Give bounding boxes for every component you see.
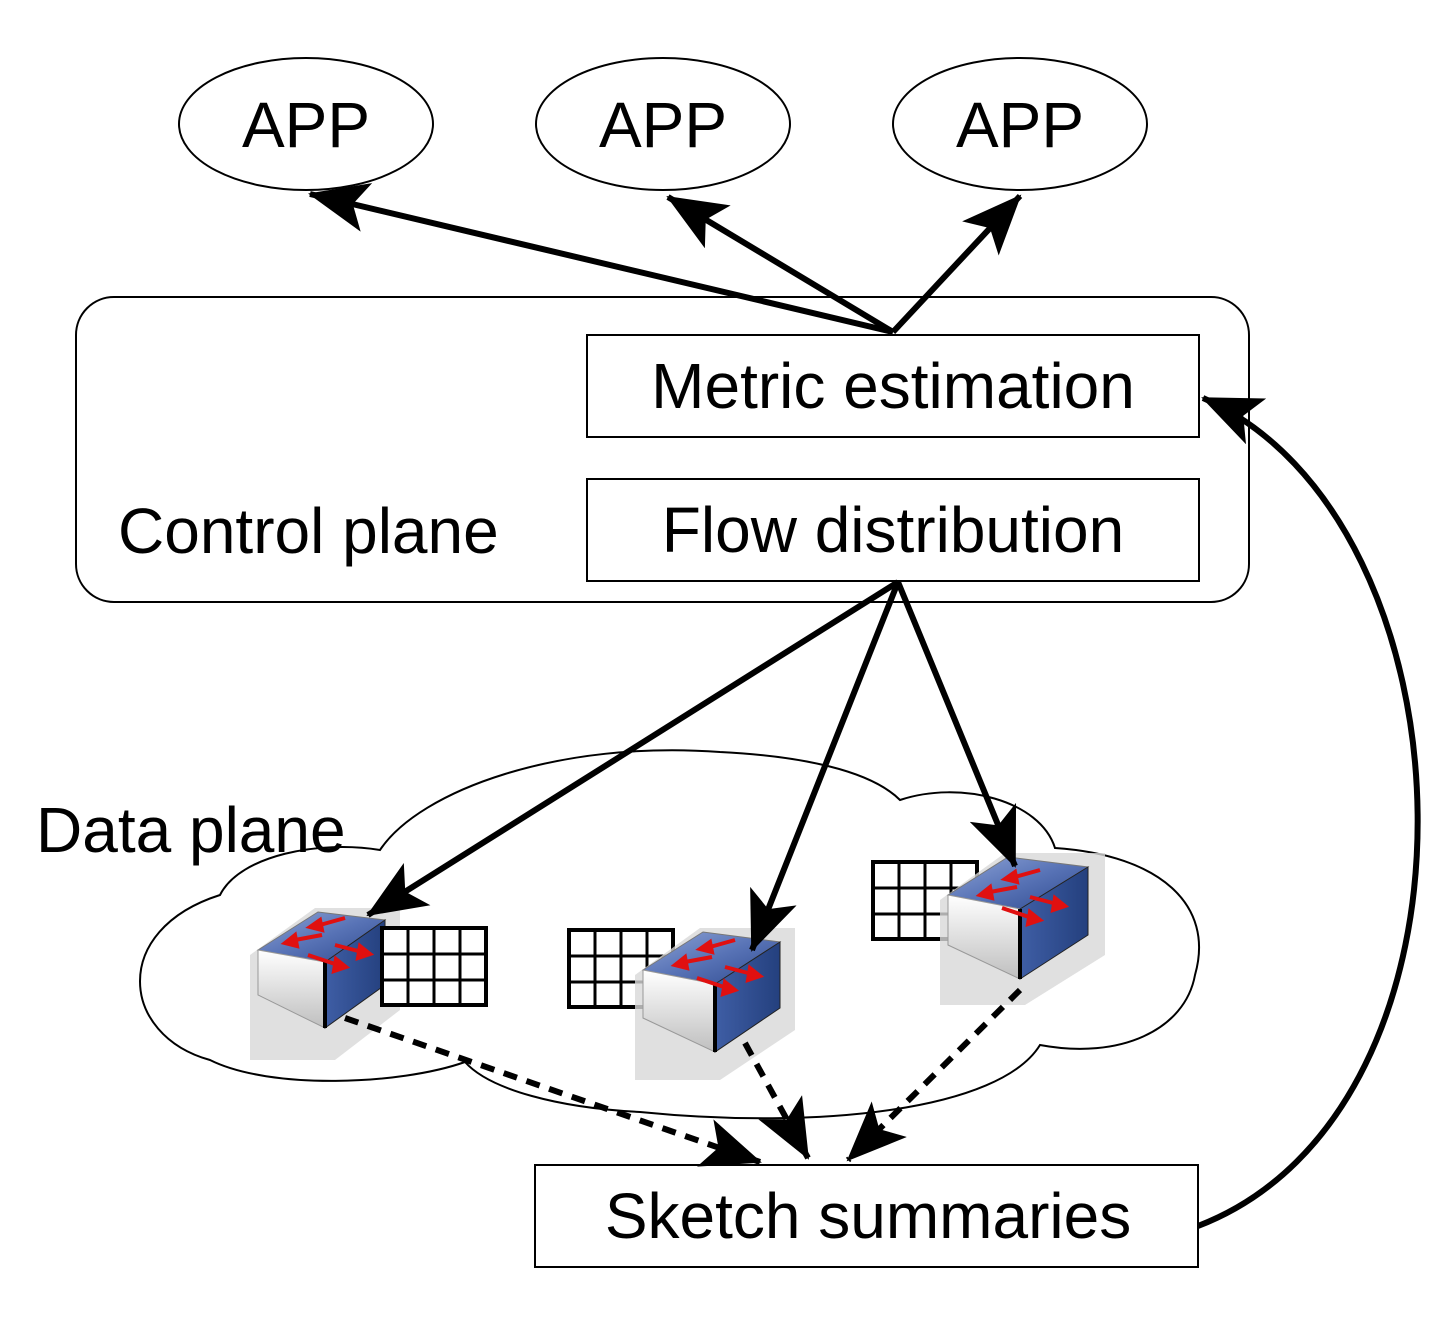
arrow-to-switch-3 xyxy=(895,580,1018,868)
arrow-to-app-3 xyxy=(890,193,1023,335)
app-label: APP xyxy=(956,89,1084,161)
flow-distribution-box: Flow distribution xyxy=(586,478,1200,582)
arrow-to-switch-1 xyxy=(366,579,900,918)
app-label: APP xyxy=(242,89,370,161)
feedback-arrow xyxy=(1196,395,1421,1229)
data-plane-label: Data plane xyxy=(36,794,346,866)
app-node-3: APP xyxy=(892,57,1148,191)
app-node-1: APP xyxy=(178,57,434,191)
sketch-summaries-box: Sketch summaries xyxy=(534,1164,1199,1268)
sketch-summaries-label: Sketch summaries xyxy=(605,1180,1131,1252)
switch-icon xyxy=(250,908,400,1060)
flow-arrows xyxy=(366,579,1018,952)
arrow-to-app-2 xyxy=(666,194,895,335)
flow-distribution-label: Flow distribution xyxy=(662,494,1124,566)
dashed-arrow-from-switch-3 xyxy=(845,987,1023,1163)
control-plane-label: Control plane xyxy=(118,495,499,567)
app-node-2: APP xyxy=(535,57,791,191)
dashed-arrow-from-switch-1 xyxy=(344,1015,762,1167)
app-label: APP xyxy=(599,89,727,161)
arrow-to-app-1 xyxy=(308,183,894,335)
switch-icon xyxy=(940,853,1105,1005)
arrow-to-switch-2 xyxy=(749,580,901,952)
switch-icon xyxy=(635,928,795,1080)
metric-estimation-box: Metric estimation xyxy=(586,334,1200,438)
metric-estimation-label: Metric estimation xyxy=(651,350,1135,422)
dashed-arrow-from-switch-2 xyxy=(742,1041,811,1160)
app-arrows xyxy=(308,183,1023,335)
sketch-arrows xyxy=(344,987,1023,1167)
sketch-table-icon xyxy=(380,926,488,1007)
